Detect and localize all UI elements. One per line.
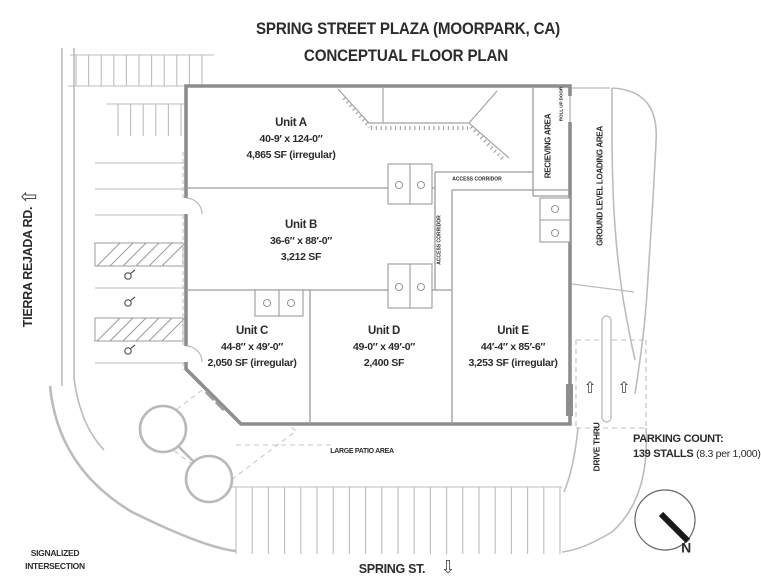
unit-area: 3,253 SF (irregular) (468, 357, 558, 369)
door-swing-west-2 (185, 345, 203, 363)
unit-area: 4,865 SF (irregular) (246, 149, 336, 161)
drive-thru-exit-inner (563, 427, 579, 493)
tierra-rejada-rd-label: TIERRA REJADA RD. (21, 206, 36, 328)
compass (634, 489, 696, 551)
west-stall-lines (95, 162, 184, 364)
corner-plaza (138, 374, 332, 504)
corner-planter-circle-1 (138, 404, 188, 454)
unit-name: Unit D (367, 325, 401, 337)
drive-thru-label: DRIVE THRU (591, 422, 602, 472)
parking-count-label: PARKING COUNT: (633, 433, 724, 445)
fixture (394, 282, 404, 292)
building-outer-wall (184, 84, 572, 426)
unit-name: Unit C (235, 325, 269, 337)
unit-name: Unit B (284, 219, 318, 231)
loading-area-label: GROUND LEVEL LOADING AREA (595, 126, 605, 246)
parking-lot (68, 54, 562, 554)
corner-road-outer (48, 385, 237, 553)
door-gap-west-1 (182, 198, 190, 214)
unit-dimensions: 36-6″ x 88′-0″ (269, 235, 333, 247)
patio-label: LARGE PATIO AREA (330, 448, 394, 456)
page-subtitle: CONCEPTUAL FLOOR PLAN (303, 46, 509, 65)
building (184, 84, 572, 426)
unit-area: 3,212 SF (280, 251, 322, 263)
door-swing-west-1 (185, 197, 203, 215)
up-arrow-icon: ⇧ (617, 380, 631, 398)
access-corridor-label-side: ACCESS CORRIDOR (436, 215, 443, 265)
access-corridor-label-top: ACCESS CORRIDOR (452, 176, 502, 183)
signalized-line1: SIGNALIZED (30, 548, 80, 558)
unit-dimensions: 44′-4″ x 85′-6″ (480, 341, 546, 353)
roads (48, 48, 658, 553)
north-label: N (681, 539, 691, 556)
up-arrow-icon: ⇧ (583, 380, 597, 398)
unit-dimensions: 49-0″ x 49′-0″ (352, 341, 416, 353)
fixture (286, 298, 296, 308)
receiving-area-label: RECIEVING AREA (543, 113, 553, 179)
east-road-outer (611, 87, 658, 395)
signalized-intersection-label: SIGNALIZED INTERSECTION (25, 547, 85, 573)
fixture (550, 204, 560, 214)
unit-d-label: Unit D 49-0″ x 49′-0″ 2,400 SF (353, 323, 415, 371)
door-gap-west-2 (182, 346, 190, 362)
unit-e-label: Unit E 44′-4″ x 85′-6″ 3,253 SF (irregul… (468, 323, 557, 371)
corner-planter-circle-2 (184, 454, 234, 504)
unit-b-label: Unit B 36-6″ x 88′-0″ 3,212 SF (270, 217, 332, 265)
unit-a-label: Unit A 40-9′ x 124-0″ 4,865 SF (irregula… (246, 115, 335, 163)
hatched-no-parking-zones (94, 242, 186, 342)
parking-ratio: (8.3 per 1,000) (696, 448, 761, 460)
fixture (262, 298, 272, 308)
fixture (416, 180, 426, 190)
drive-thru-window (566, 384, 573, 416)
unit-area: 2,400 SF (363, 357, 405, 369)
parking-stalls-top-row (75, 55, 203, 86)
north-needle-icon (658, 511, 691, 544)
restroom-cores (254, 163, 571, 317)
loading-area-bottom-line (571, 283, 635, 293)
drive-thru-lanes (575, 315, 647, 429)
unit-area: 2,050 SF (irregular) (207, 357, 297, 369)
stall-marker-icons (124, 269, 136, 355)
canopy-outline (337, 88, 498, 124)
unit-dimensions: 44-8″ x 49′-0″ (220, 341, 284, 353)
parking-stalls-south-row (235, 487, 561, 554)
corner-road-inner (73, 377, 105, 451)
page-title: SPRING STREET PLAZA (MOORPARK, CA) (255, 19, 561, 38)
roll-up-door-label: ROLL UP DOOR (558, 86, 564, 122)
down-arrow-icon: ⇩ (440, 557, 456, 578)
unit-dimensions: 40-9′ x 124-0″ (259, 133, 323, 145)
fixture (550, 228, 560, 238)
planter-connector (178, 446, 194, 462)
left-arrow-icon: ⇦ (20, 186, 38, 208)
corner-entry-doors (204, 390, 226, 412)
canopy-outline-right (468, 122, 510, 159)
canopy-scallop-ticks (342, 96, 506, 162)
east-road-inner (611, 88, 636, 361)
fixture (394, 180, 404, 190)
storefront-canopy (337, 88, 510, 162)
interior-walls (188, 88, 574, 424)
spring-st-label: SPRING ST. (358, 562, 426, 577)
fixture (416, 282, 426, 292)
drive-thru-exit-outer (561, 427, 648, 553)
unit-name: Unit E (497, 325, 529, 337)
parking-count: PARKING COUNT: 139 STALLS (8.3 per 1,000… (633, 432, 761, 462)
parking-stalls-value: 139 STALLS (633, 448, 694, 460)
doors (182, 197, 226, 412)
unit-c-label: Unit C 44-8″ x 49′-0″ 2,050 SF (irregula… (207, 323, 296, 371)
drive-thru-lane-island (601, 315, 612, 423)
unit-name: Unit A (275, 117, 307, 129)
signalized-line2: INTERSECTION (25, 561, 85, 571)
